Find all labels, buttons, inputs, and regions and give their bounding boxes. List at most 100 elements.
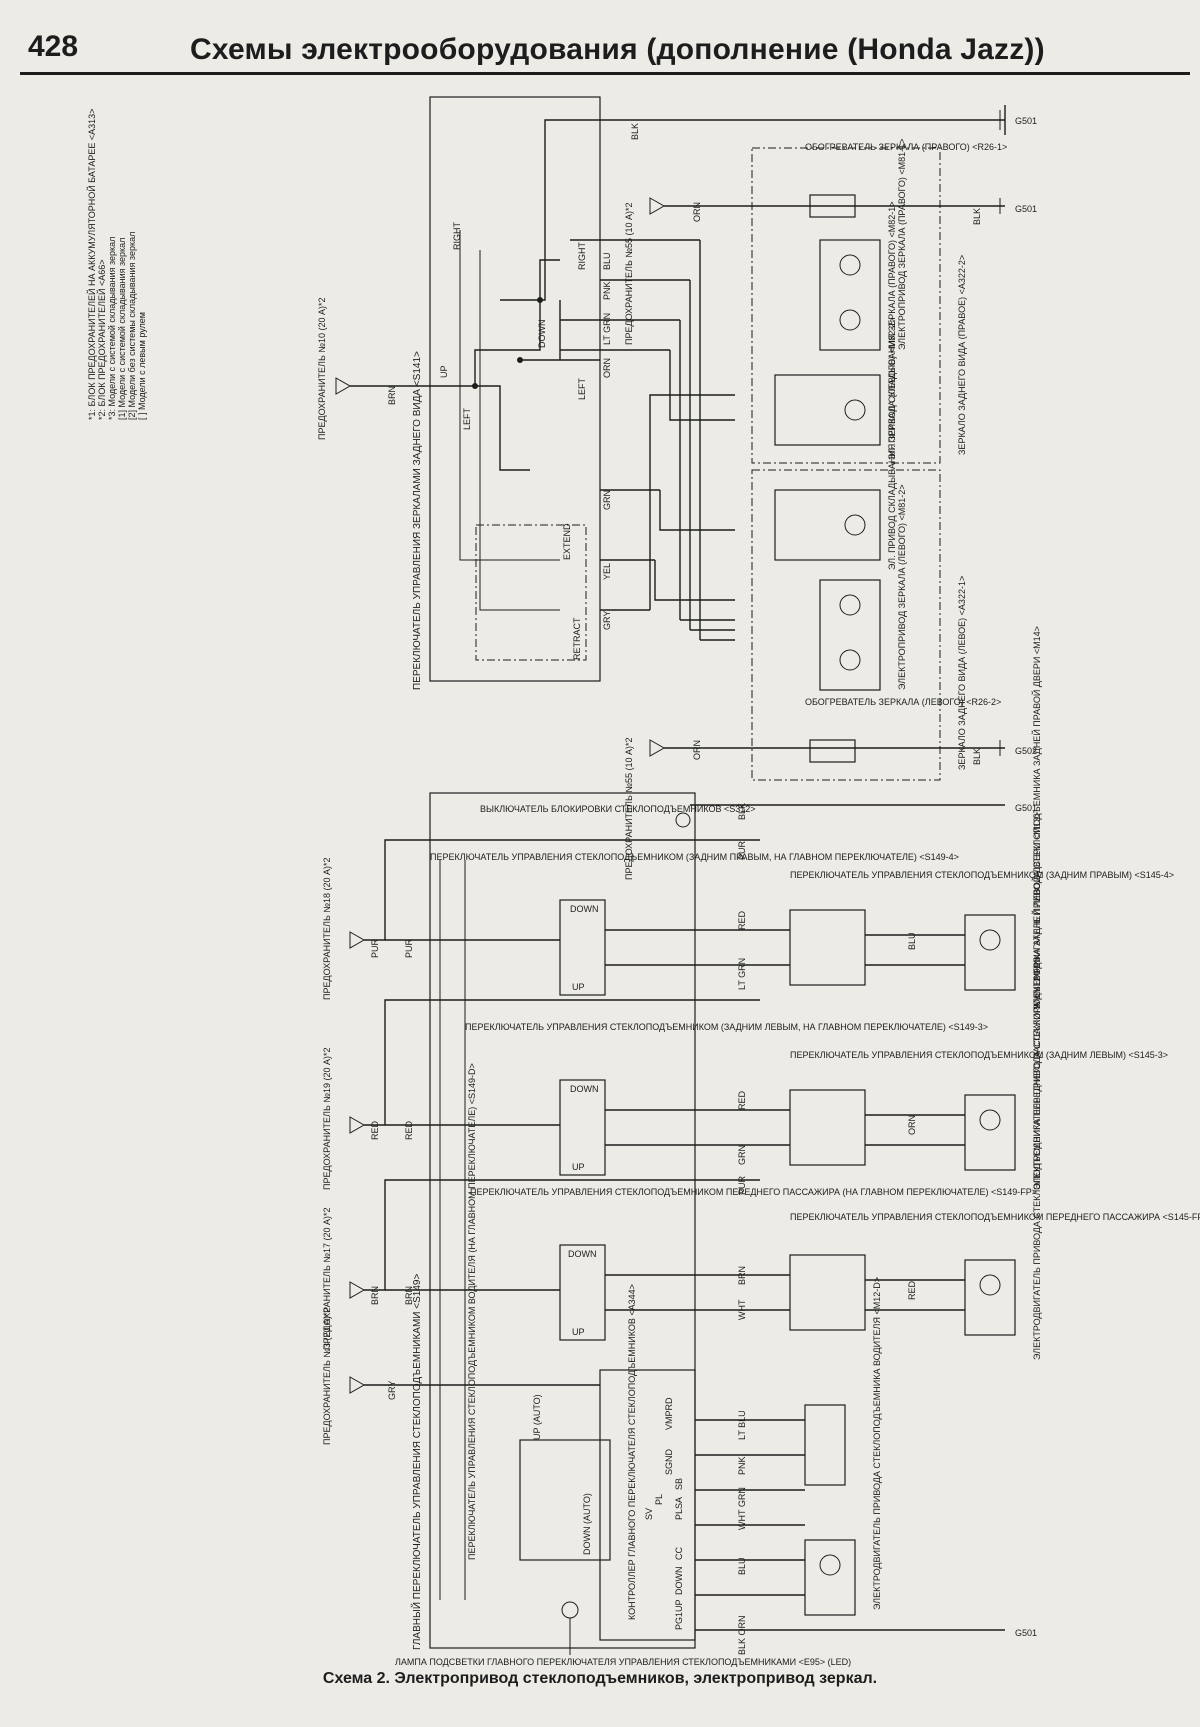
ctrl-sb: SB	[674, 1478, 684, 1490]
mirror-sw-right-2: RIGHT	[577, 242, 587, 271]
window-ground-1: G501	[1015, 803, 1037, 813]
fold-right-motor-icon	[844, 399, 866, 421]
motor-d-sensor-box	[804, 1404, 846, 1486]
motor-right-box	[819, 239, 881, 351]
mw-blu: BLU	[602, 252, 612, 270]
fuse-17-label: ПРЕДОХРАНИТЕЛЬ №17 (20 А)*2	[322, 1207, 332, 1350]
mirror-left-label: ЗЕРКАЛО ЗАДНЕГО ВИДА (ЛЕВОЕ) <A322-1>	[957, 576, 967, 770]
sw-fp-main-box	[559, 1244, 606, 1341]
ww-pur-4: PUR	[737, 1175, 747, 1195]
mirror-sw-extend: EXTEND	[562, 523, 572, 560]
fuse-18-label: ПРЕДОХРАНИТЕЛЬ №18 (20 А)*2	[322, 857, 332, 1000]
note-3: *3: Модели с системой складывания зеркал	[107, 237, 117, 420]
motor-right-m1-icon	[839, 254, 861, 276]
note-5: [2] Модели без системы складывания зерка…	[127, 232, 137, 420]
mirror-switch-label: ПЕРЕКЛЮЧАТЕЛЬ УПРАВЛЕНИЯ ЗЕРКАЛАМИ ЗАДНЕ…	[412, 351, 423, 690]
heater-left-label: ОБОГРЕВАТЕЛЬ ЗЕРКАЛА (ЛЕВОГО) <R26-2>	[805, 697, 1001, 707]
motor-rr-icon	[979, 929, 1001, 951]
heater-right-label: ОБОГРЕВАТЕЛЬ ЗЕРКАЛА (ПРАВОГО) <R26-1>	[805, 142, 1007, 152]
mw-blk: BLK	[630, 123, 640, 140]
ww-red-4: RED	[737, 1090, 747, 1110]
ctrl-vmprd: VMPRD	[664, 1397, 674, 1430]
mirror-right-label: ЗЕРКАЛО ЗАДНЕГО ВИДА (ПРАВОЕ) <A322-2>	[957, 255, 967, 455]
ctrl-pl: PL	[654, 1494, 664, 1505]
mirror-right-assembly	[751, 147, 941, 464]
motor-rr-box	[964, 914, 1016, 991]
fuse-17-triangle	[349, 1281, 366, 1299]
motor-left-m1-icon	[839, 594, 861, 616]
ww-pur-2: PUR	[404, 938, 414, 958]
motor-d-label: ЭЛЕКТРОДВИГАТЕЛЬ ПРИВОДА СТЕКЛОПОДЪЕМНИК…	[872, 1277, 882, 1610]
mw-orn-3: ORN	[692, 740, 702, 760]
lamp-icon	[561, 1601, 579, 1619]
main-switch-label: ГЛАВНЫЙ ПЕРЕКЛЮЧАТЕЛЬ УПРАВЛЕНИЯ СТЕКЛОП…	[410, 1274, 423, 1650]
ww-pur-3: PUR	[737, 840, 747, 860]
ctrl-plsa: PLSA	[674, 1497, 684, 1520]
header-rule	[20, 72, 1190, 75]
fold-left-label: ЭЛ. ПРИВОД СКЛАДЫВАНИЯ ЗЕРКАЛА (ЛЕВОГО) …	[887, 317, 897, 570]
mw-orn-1: ORN	[692, 202, 702, 222]
ww-wht: WHT	[737, 1299, 747, 1320]
motor-fp-icon	[979, 1274, 1001, 1296]
ww-ltblu: LT BLU	[737, 1410, 747, 1440]
mirror-section: ПРЕДОХРАНИТЕЛЬ №10 (20 А)*2 ПЕРЕКЛЮЧАТЕЛ…	[317, 96, 1037, 880]
sw-rr-label: ПЕРЕКЛЮЧАТЕЛЬ УПРАВЛЕНИЯ СТЕКЛОПОДЪЕМНИК…	[790, 870, 1174, 880]
sw-rl-label: ПЕРЕКЛЮЧАТЕЛЬ УПРАВЛЕНИЯ СТЕКЛОПОДЪЕМНИК…	[790, 1050, 1168, 1060]
ww-red-2: RED	[404, 1120, 414, 1140]
notes-block: *1: БЛОК ПРЕДОХРАНИТЕЛЕЙ НА АККУМУЛЯТОРН…	[86, 109, 147, 420]
motor-rr-label: ЭЛЕКТРОДВИГАТЕЛЬ ПРИВОДА СТЕКЛОПОДЪЕМНИК…	[1031, 626, 1042, 1010]
ww-blu: BLU	[737, 1557, 747, 1575]
fuse-10-label: ПРЕДОХРАНИТЕЛЬ №10 (20 А)*2	[317, 297, 327, 440]
sw-driver-up-auto: UP (AUTO)	[532, 1394, 542, 1440]
ctrl-down: DOWN	[674, 1567, 684, 1596]
mw-pnk: PNK	[602, 281, 612, 300]
page-header: 428 Схемы электрооборудования (дополнени…	[0, 0, 1200, 76]
window-ground-2: G501	[1015, 1628, 1037, 1638]
mw-grn: GRN	[602, 490, 612, 510]
note-4: [1] Модели с системой складывания зеркал	[117, 238, 127, 420]
ww-red-fp: RED	[907, 1280, 917, 1300]
sw-fp-main-label: ПЕРЕКЛЮЧАТЕЛЬ УПРАВЛЕНИЯ СТЕКЛОПОДЪЕМНИК…	[470, 1187, 1037, 1197]
sw-rr-main-down: DOWN	[570, 904, 599, 914]
ctrl-pg1up: PG1UP	[674, 1599, 684, 1630]
fold-switch-dashed-box	[475, 524, 587, 661]
mw-yel: YEL	[602, 563, 612, 580]
mirror-sw-left-1: LEFT	[462, 407, 472, 430]
fuse-3-label: ПРЕДОХРАНИТЕЛЬ №3 (20 А)*2	[322, 1307, 332, 1445]
mirror-switch-box	[429, 96, 601, 682]
motor-d-icon	[819, 1554, 841, 1576]
ww-blk: BLK	[737, 803, 747, 820]
mirror-sw-retract: RETRACT	[572, 617, 582, 660]
motor-right-label: ЭЛЕКТРОПРИВОД ЗЕРКАЛА (ПРАВОГО) <M81-1>	[897, 139, 907, 350]
sw-rr-main-box	[559, 899, 606, 996]
sw-rl-main-down: DOWN	[570, 1084, 599, 1094]
fuse-55-left-triangle	[649, 739, 666, 757]
fuse-18-triangle	[349, 931, 366, 949]
mw-orn-2: ORN	[602, 358, 612, 378]
figure-caption: Схема 2. Электропривод стеклоподъемников…	[322, 1670, 878, 1687]
note-2: *2: БЛОК ПРЕДОХРАНИТЕЛЕЙ <A66>	[96, 259, 107, 420]
ww-red-3: RED	[737, 910, 747, 930]
sw-rl-main-box	[559, 1079, 606, 1176]
note-6: [ ] Модели с левым рулем	[137, 312, 147, 420]
sw-rl-main-label: ПЕРЕКЛЮЧАТЕЛЬ УПРАВЛЕНИЯ СТЕКЛОПОДЪЕМНИК…	[465, 1022, 988, 1032]
mirror-ground-2: G501	[1015, 204, 1037, 214]
motor-fp-box	[964, 1259, 1016, 1336]
motor-left-label: ЭЛЕКТРОПРИВОД ЗЕРКАЛА (ЛЕВОГО) <M81-2>	[897, 485, 907, 690]
mirror-sw-left-2: LEFT	[577, 377, 587, 400]
fuse-19-triangle	[349, 1116, 366, 1134]
controller-box	[599, 1369, 696, 1641]
ww-pnk: PNK	[737, 1456, 747, 1475]
fold-right-label: ЭЛ. ПРИВОД СКЛАДЫВАНИЯ ЗЕРКАЛА (ПРАВОГО)…	[887, 201, 897, 460]
mw-ltgrn: LT GRN	[602, 313, 612, 345]
ww-red-1: RED	[370, 1120, 380, 1140]
sw-driver-box	[519, 1439, 611, 1561]
fold-right-box	[774, 374, 881, 446]
controller-label: КОНТРОЛЛЕР ГЛАВНОГО ПЕРЕКЛЮЧАТЕЛЯ СТЕКЛО…	[627, 1284, 637, 1620]
ww-pur-1: PUR	[370, 938, 380, 958]
note-1: *1: БЛОК ПРЕДОХРАНИТЕЛЕЙ НА АККУМУЛЯТОРН…	[86, 109, 97, 420]
sw-driver-down-auto: DOWN (AUTO)	[582, 1493, 592, 1555]
sw-fp-main-up: UP	[572, 1327, 585, 1337]
ww-whtgrn: WHT GRN	[737, 1487, 747, 1530]
